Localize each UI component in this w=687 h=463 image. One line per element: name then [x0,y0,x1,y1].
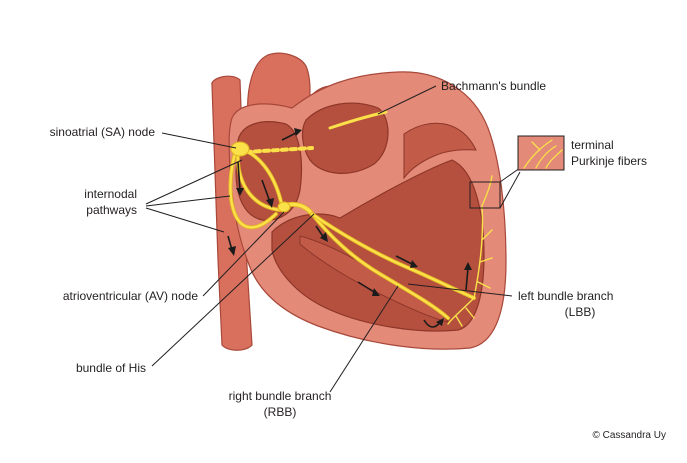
leader-av-node [202,211,285,297]
flow-arrow-head [228,246,236,256]
label-left-bundle-line1: left bundle branch [518,289,613,303]
label-internodal-line1: internodal [84,187,137,201]
purkinje-inset [469,135,565,209]
flow-arrow-head [410,260,418,268]
flow-arrow [465,267,469,291]
leader-lines [145,85,513,393]
flow-arrow-head [464,262,472,270]
label-bachmann: Bachmann's bundle [441,79,546,93]
label-purkinje-line1: terminal [571,138,614,152]
label-purkinje-line2: Purkinje fibers [571,154,647,168]
sa-node [230,141,250,157]
leader-right-bundle [329,285,399,393]
label-left-bundle-line2: (LBB) [565,305,596,319]
leader-bachmann [377,85,437,115]
leader-sa-node [161,132,237,149]
purkinje-inset-box [517,135,565,171]
conduction-system [228,110,493,327]
label-av-node: atrioventricular (AV) node [63,289,198,303]
credit: © Cassandra Uy [592,430,666,441]
flow-arrow [395,255,413,265]
leader-internodal-1 [145,159,243,205]
left-ventricle-wall [403,122,477,180]
leader-left-bundle [407,283,513,297]
purkinje-fibers [447,175,493,327]
bachmanns-bundle-dashed [244,146,314,154]
leader-internodal-3 [145,207,225,233]
purkinje-inset-fibers [523,139,563,169]
leader-internodal-2 [145,195,231,207]
heart-illustration [211,52,507,351]
flow-arrow-head [236,188,244,196]
label-bundle-of-his: bundle of His [76,361,146,375]
flow-arrow [357,281,375,293]
label-right-bundle-line1: right bundle branch [229,389,332,403]
leader-bundle-of-his [151,213,315,367]
flow-arrow-head [266,198,274,208]
av-node [277,201,291,213]
purkinje-source-box [469,181,501,209]
label-internodal-line2: pathways [86,203,137,217]
flow-arrow-head [320,232,328,242]
flow-arrows [227,128,472,328]
left-atrium [301,102,389,174]
ventricles [271,159,485,332]
label-sa-node: sinoatrial (SA) node [50,125,156,139]
bachmanns-bundle [328,110,388,130]
flow-arrow-head [436,318,444,326]
label-right-bundle-line2: (RBB) [264,405,297,419]
flow-arrow-head [372,288,380,296]
labels: sinoatrial (SA) node internodal pathways… [50,79,666,441]
flow-arrow [237,161,241,191]
flow-arrow [261,179,271,203]
flow-arrow-head [294,128,302,136]
